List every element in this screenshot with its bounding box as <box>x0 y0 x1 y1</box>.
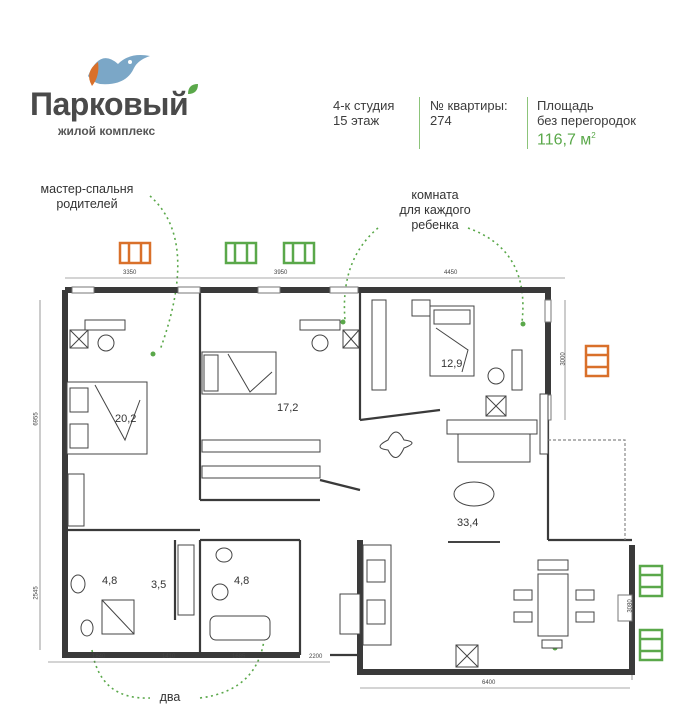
room-area-master: 20,2 <box>115 413 137 425</box>
window-openings <box>71 286 633 622</box>
wardrobes <box>67 299 507 668</box>
plant-icon <box>379 431 413 458</box>
window-view-icon-green-4 <box>638 628 664 662</box>
chairs <box>97 334 505 385</box>
dim-bottom-3: 1685 <box>232 654 246 660</box>
room-area-third: 12,9 <box>441 358 463 370</box>
bed-third <box>429 305 475 377</box>
balcony <box>548 439 626 540</box>
apartment-number: № квартиры: 274 <box>430 98 508 128</box>
bed-second <box>201 351 277 395</box>
bed-master <box>66 381 148 455</box>
area-label-1: Площадь <box>537 98 594 113</box>
room-area-bath2: 4,8 <box>234 575 250 587</box>
sofa <box>446 393 549 463</box>
window-view-icon-orange-1 <box>118 241 152 265</box>
area-label-2: без перегородок <box>537 113 636 128</box>
brand-tagline: жилой комплекс <box>58 124 156 138</box>
room-area-living: 33,4 <box>457 517 479 529</box>
room-area-second: 17,2 <box>277 402 299 414</box>
callout-master-bedroom: мастер-спальня родителей <box>40 182 134 211</box>
type-line-2: 15 этаж <box>333 113 380 128</box>
bird-logo-icon <box>88 55 150 86</box>
room-area-hall: 3,5 <box>151 579 167 591</box>
apartment-area: Площадь без перегородок 116,7 м2 <box>537 98 636 149</box>
callout-arcs <box>91 195 524 699</box>
room-area-bath1: 4,8 <box>102 575 118 587</box>
type-line-1: 4-к студия <box>333 98 395 113</box>
kitchen <box>362 544 392 646</box>
dim-right-2: 3080 <box>627 599 634 613</box>
info-separator-1 <box>419 97 420 149</box>
dining-table <box>513 559 595 649</box>
window-view-icon-orange-2 <box>584 344 610 378</box>
dim-right-1: 3000 <box>560 352 567 366</box>
area-value: 116,7 м2 <box>537 131 596 149</box>
dim-bottom-1: 1840 <box>92 654 106 660</box>
dim-left-1: 6955 <box>33 412 40 426</box>
coffee-table <box>453 481 495 507</box>
callout-two-baths: два <box>159 690 181 704</box>
apt-label: № квартиры: <box>430 98 508 113</box>
bathroom-fixtures <box>70 544 271 641</box>
dim-left-2: 2545 <box>33 586 40 600</box>
dim-top-2: 3950 <box>274 270 288 276</box>
apartment-type: 4-к студия 15 этаж <box>333 98 394 128</box>
window-view-icon-green-2 <box>282 241 316 265</box>
callout-kids-room: комната для каждого ребенка <box>399 188 471 232</box>
dim-top-3: 4450 <box>444 270 458 276</box>
inner-walls <box>65 290 632 657</box>
desks <box>84 299 523 391</box>
leaf-icon <box>186 82 200 96</box>
dim-bottom-2: 1410 <box>162 654 176 660</box>
info-separator-2 <box>527 97 528 149</box>
window-view-icon-green-1 <box>224 241 258 265</box>
dim-bottom-4: 2200 <box>309 654 323 660</box>
window-view-icon-green-3 <box>638 564 664 598</box>
apt-number: 274 <box>430 113 452 128</box>
dim-bottom-5: 6400 <box>482 680 496 686</box>
brand-name: Парковый <box>30 86 189 122</box>
dim-top-1: 3350 <box>123 270 137 276</box>
logo <box>78 46 158 90</box>
